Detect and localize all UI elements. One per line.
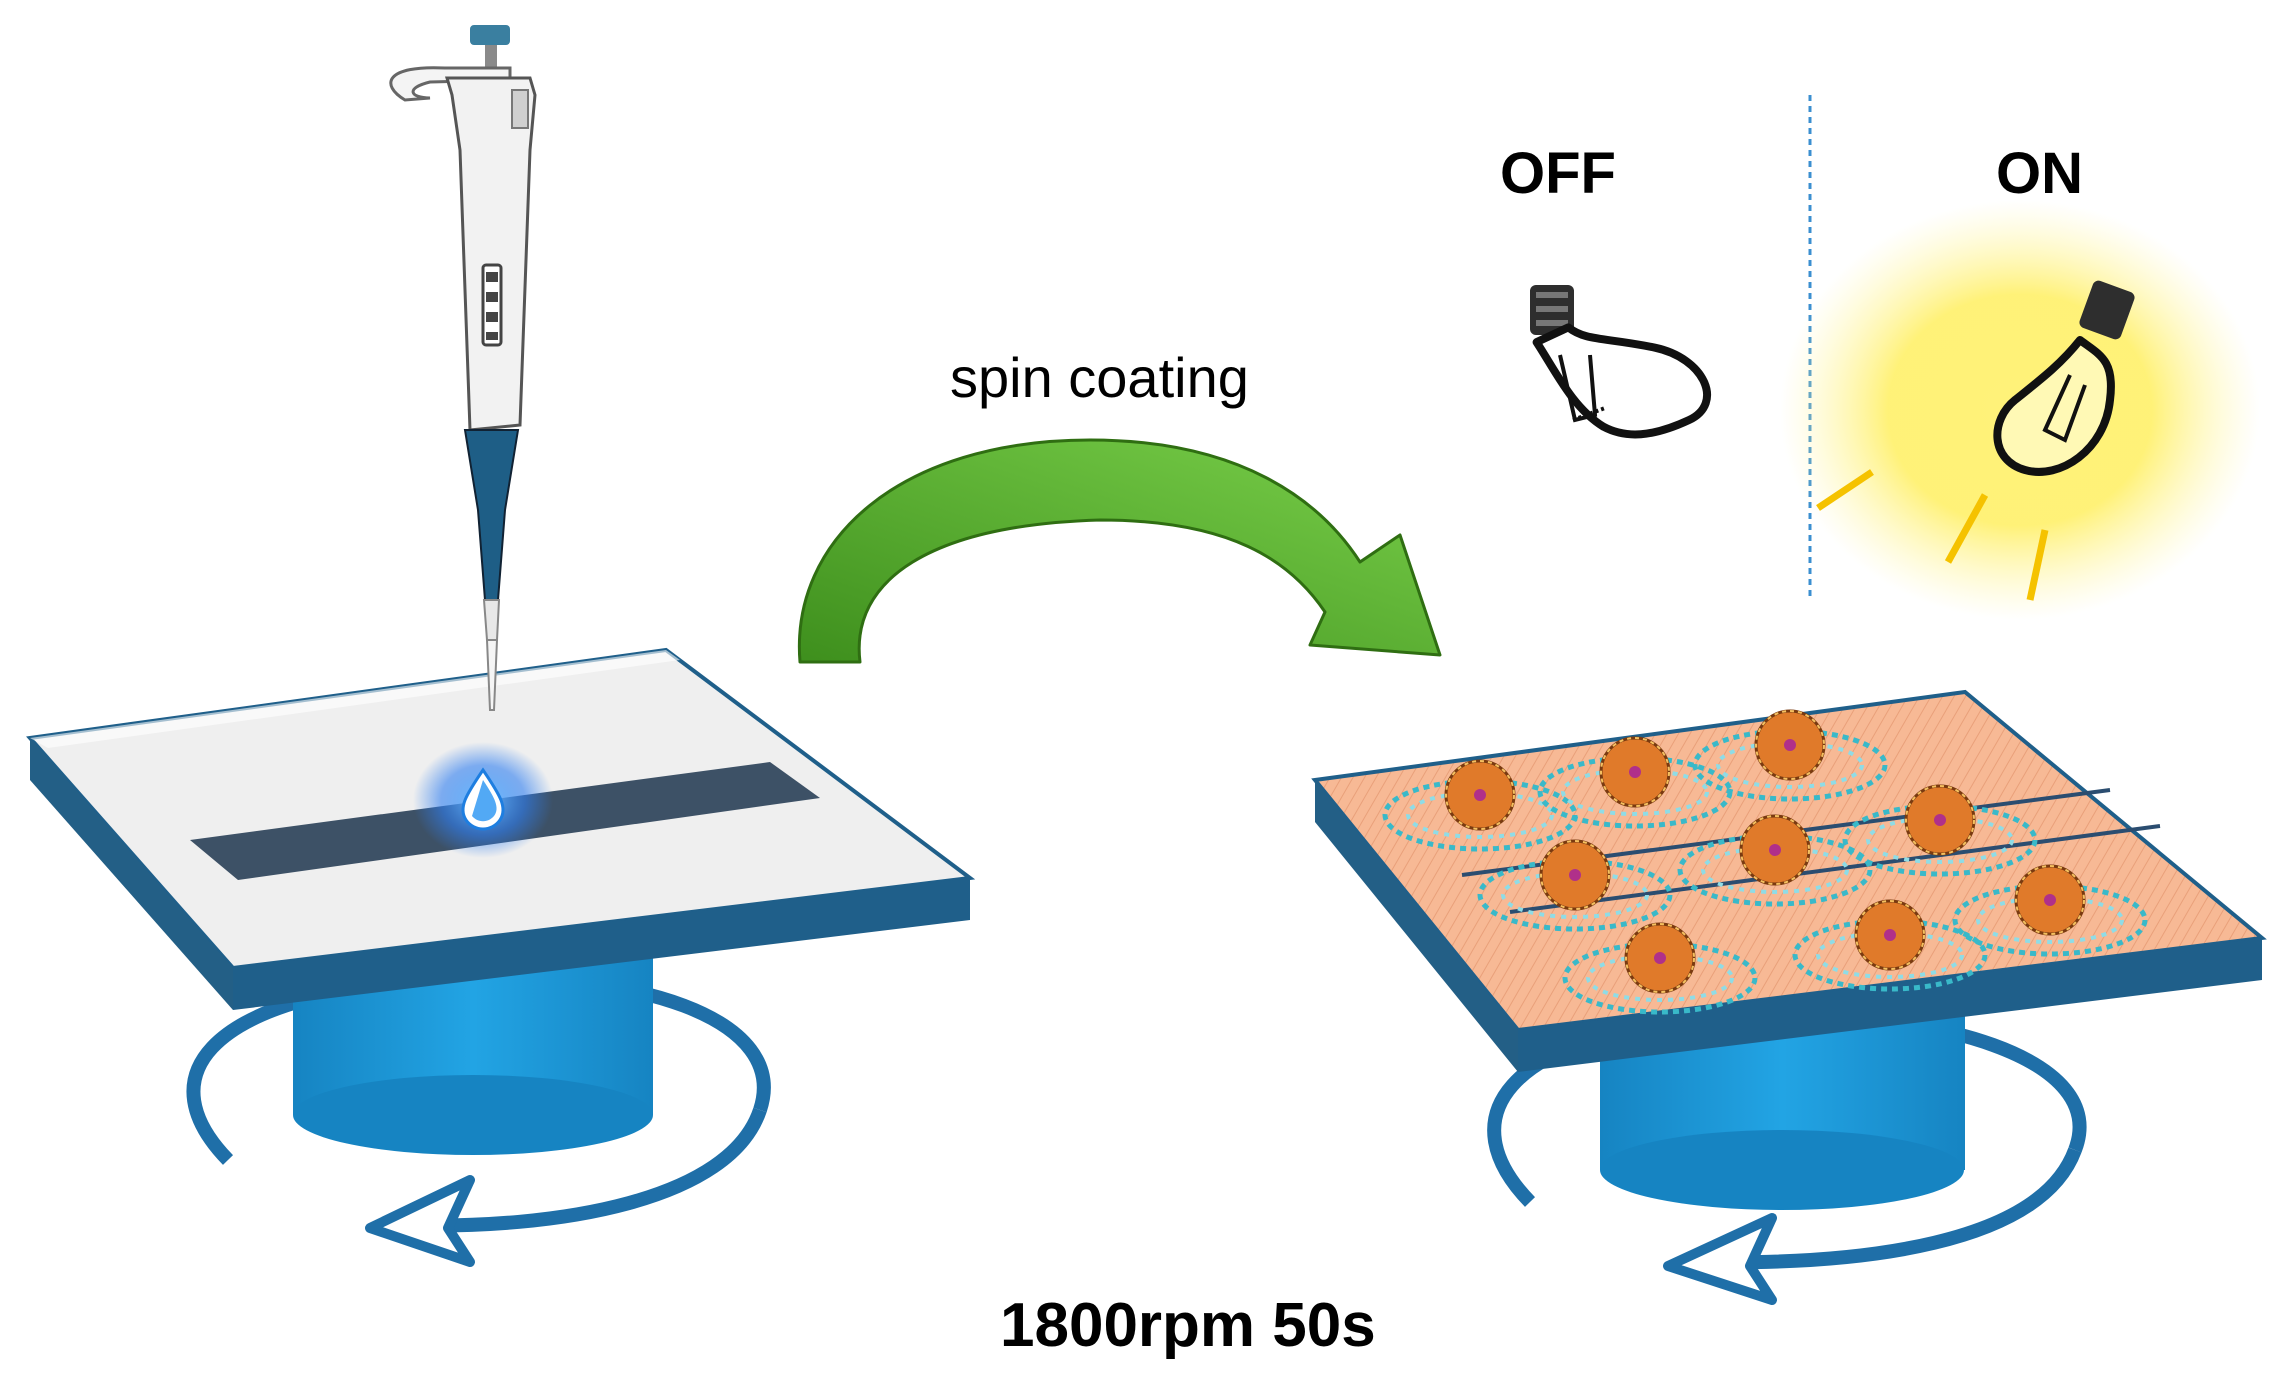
lightbulb-off-icon: [1530, 285, 1712, 439]
spin-coating-arrow: [797, 438, 1442, 664]
on-label: ON: [1996, 141, 2083, 206]
rotation-arrowhead-right: [1663, 1213, 1777, 1305]
pipette-icon: [389, 25, 537, 711]
drop-icon: [413, 742, 553, 858]
rotation-arrowhead: [365, 1175, 475, 1267]
off-label: OFF: [1500, 141, 1616, 206]
spin-coating-label: spin coating: [950, 346, 1249, 409]
right-spinner-assembly: [1311, 689, 2267, 1305]
lightbulb-on-icon: [1780, 200, 2260, 620]
left-spinner-assembly: [26, 647, 976, 1267]
coated-substrate: [1311, 689, 2267, 1072]
rotation-arrow-front-right: [1699, 1147, 2082, 1270]
spin-condition-label: 1800rpm 50s: [1000, 1291, 1376, 1360]
rotation-arrow-front: [399, 1107, 767, 1233]
